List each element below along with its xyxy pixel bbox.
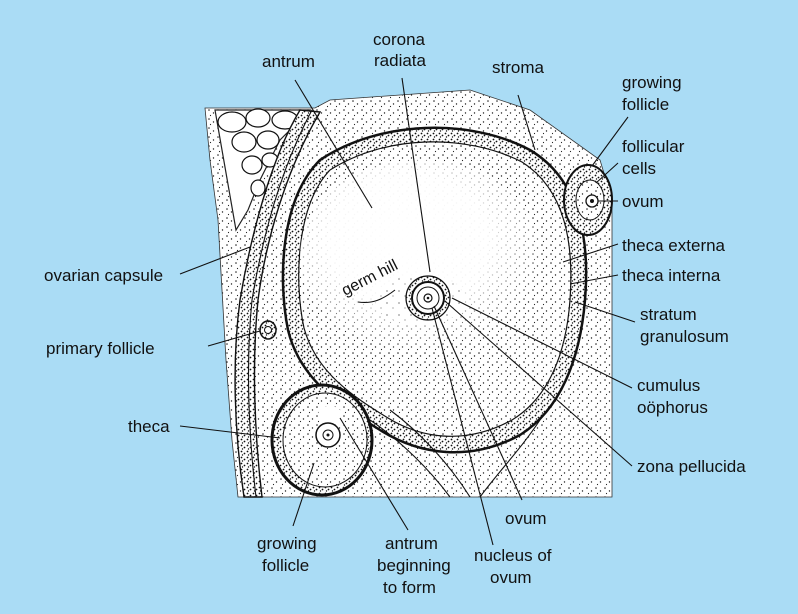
label-corona-radiata-line1: corona — [373, 30, 426, 49]
label-antrum: antrum — [262, 52, 315, 71]
label-corona-radiata-line2: radiata — [374, 51, 427, 70]
label-zona-pellucida: zona pellucida — [637, 457, 746, 476]
label-theca-interna: theca interna — [622, 266, 721, 285]
label-nucleus-of-ovum-line2: ovum — [490, 568, 532, 587]
label-nucleus-of-ovum-line1: nucleus of — [474, 546, 552, 565]
label-follicular-cells-line2: cells — [622, 159, 656, 178]
label-theca: theca — [128, 417, 170, 436]
label-ovum-top: ovum — [622, 192, 664, 211]
main-ovum — [406, 276, 450, 320]
growing-follicle-bottom — [272, 385, 372, 495]
label-antrum-beginning-line3: to form — [383, 578, 436, 597]
label-growing-follicle-bottom-line1: growing — [257, 534, 317, 553]
label-primary-follicle: primary follicle — [46, 339, 155, 358]
label-antrum-beginning-line2: beginning — [377, 556, 451, 575]
label-follicular-cells-line1: follicular — [622, 137, 685, 156]
label-growing-follicle-top-line2: follicle — [622, 95, 669, 114]
label-cumulus-oophorus-line1: cumulus — [637, 376, 700, 395]
label-theca-externa: theca externa — [622, 236, 726, 255]
label-stratum-granulosum-line1: stratum — [640, 305, 697, 324]
label-stratum-granulosum-line2: granulosum — [640, 327, 729, 346]
label-growing-follicle-bottom-line2: follicle — [262, 556, 309, 575]
label-growing-follicle-top-line1: growing — [622, 73, 682, 92]
primary-follicle-body — [260, 321, 276, 339]
label-antrum-beginning-line1: antrum — [385, 534, 438, 553]
label-ovum-bottom: ovum — [505, 509, 547, 528]
label-ovarian-capsule: ovarian capsule — [44, 266, 163, 285]
label-cumulus-oophorus-line2: oöphorus — [637, 398, 708, 417]
label-stroma: stroma — [492, 58, 545, 77]
